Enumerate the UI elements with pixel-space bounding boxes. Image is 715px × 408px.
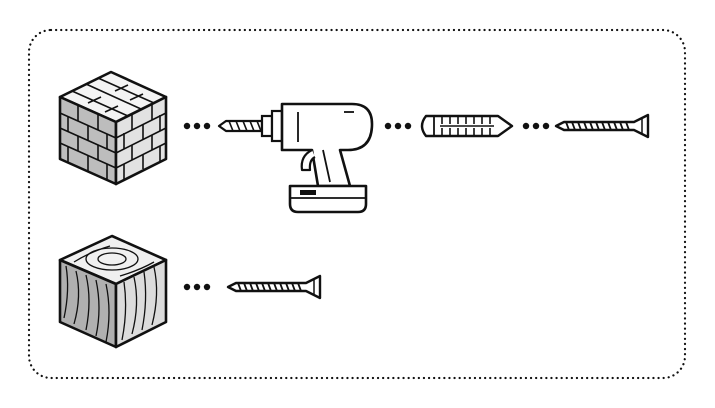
dots-icon (183, 122, 211, 130)
wall-plug-icon (420, 114, 514, 138)
screw-icon (226, 274, 322, 300)
dotted-frame (27, 28, 687, 380)
dots-icon (183, 283, 211, 291)
dots-icon (384, 122, 412, 130)
brick-cube-icon (58, 70, 168, 186)
wood-cube-icon (58, 234, 168, 349)
drill-bit-icon (217, 119, 264, 133)
drill-icon (217, 102, 374, 214)
screw-icon (554, 113, 650, 139)
dots-icon (522, 122, 550, 130)
